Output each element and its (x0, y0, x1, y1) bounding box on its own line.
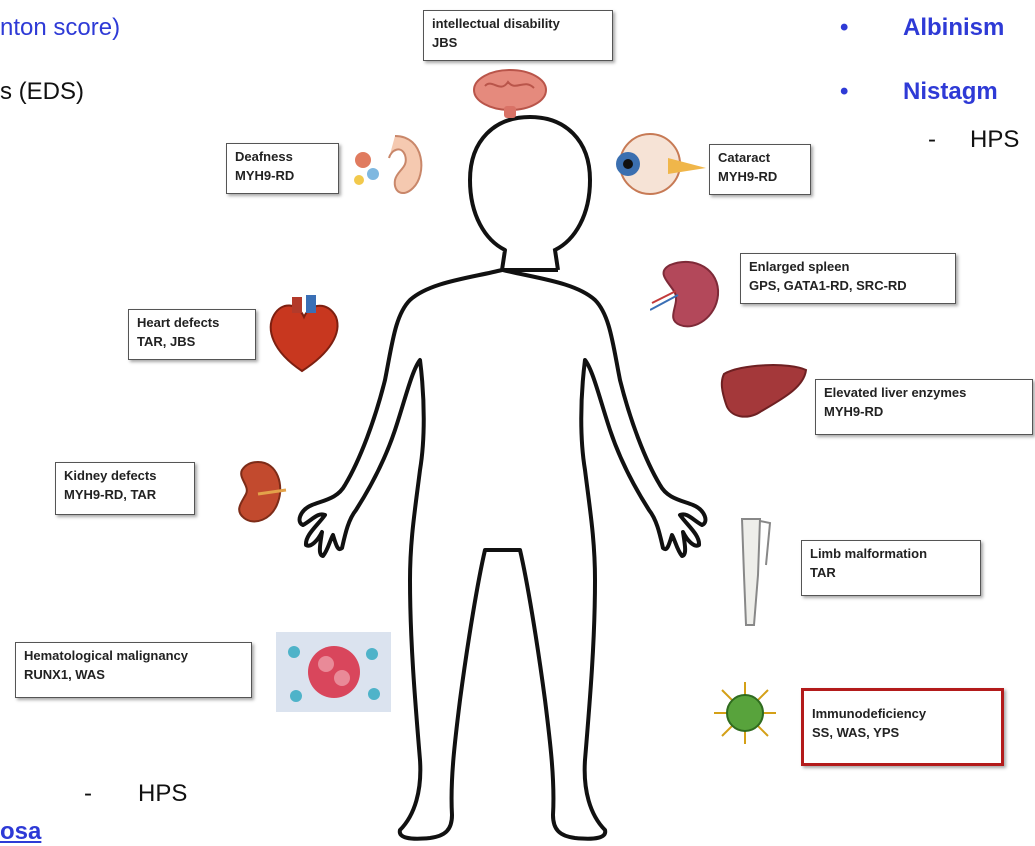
brain-icon (470, 68, 550, 120)
immune-cell-icon (712, 680, 778, 746)
intellectual-disability-genes: JBS (432, 34, 604, 53)
limb-malformation-box: Limb malformation TAR (801, 540, 981, 596)
kidney-defects-genes: MYH9-RD, TAR (64, 486, 186, 505)
bone-icon (728, 515, 778, 633)
deafness-label: Deafness (235, 148, 330, 167)
kidney-defects-label: Kidney defects (64, 467, 186, 486)
immunodeficiency-box: Immunodeficiency SS, WAS, YPS (801, 688, 1004, 766)
limb-malformation-genes: TAR (810, 564, 972, 583)
elevated-liver-enzymes-label: Elevated liver enzymes (824, 384, 1024, 403)
hematological-malignancy-genes: RUNX1, WAS (24, 666, 243, 685)
immunodeficiency-label: Immunodeficiency (812, 705, 993, 724)
enlarged-spleen-label: Enlarged spleen (749, 258, 947, 277)
cataract-box: Cataract MYH9-RD (709, 144, 811, 195)
cataract-label: Cataract (718, 149, 802, 168)
limb-malformation-label: Limb malformation (810, 545, 972, 564)
ear-icon (345, 130, 435, 202)
hematological-malignancy-label: Hematological malignancy (24, 647, 243, 666)
intellectual-disability-box: intellectual disability JBS (423, 10, 613, 61)
kidney-icon (228, 458, 288, 528)
hematological-malignancy-box: Hematological malignancy RUNX1, WAS (15, 642, 252, 698)
enlarged-spleen-box: Enlarged spleen GPS, GATA1-RD, SRC-RD (740, 253, 956, 304)
heart-defects-label: Heart defects (137, 314, 247, 333)
kidney-defects-box: Kidney defects MYH9-RD, TAR (55, 462, 195, 515)
deafness-genes: MYH9-RD (235, 167, 330, 186)
spleen-icon (650, 255, 730, 335)
blood-cells-icon (276, 632, 391, 712)
enlarged-spleen-genes: GPS, GATA1-RD, SRC-RD (749, 277, 947, 296)
eye-icon (608, 128, 708, 200)
elevated-liver-enzymes-box: Elevated liver enzymes MYH9-RD (815, 379, 1033, 435)
deafness-box: Deafness MYH9-RD (226, 143, 339, 194)
liver-icon (720, 360, 810, 426)
heart-defects-genes: TAR, JBS (137, 333, 247, 352)
intellectual-disability-label: intellectual disability (432, 15, 604, 34)
immunodeficiency-genes: SS, WAS, YPS (812, 724, 993, 743)
elevated-liver-enzymes-genes: MYH9-RD (824, 403, 1024, 422)
heart-icon (262, 295, 344, 377)
cataract-genes: MYH9-RD (718, 168, 802, 187)
heart-defects-box: Heart defects TAR, JBS (128, 309, 256, 360)
